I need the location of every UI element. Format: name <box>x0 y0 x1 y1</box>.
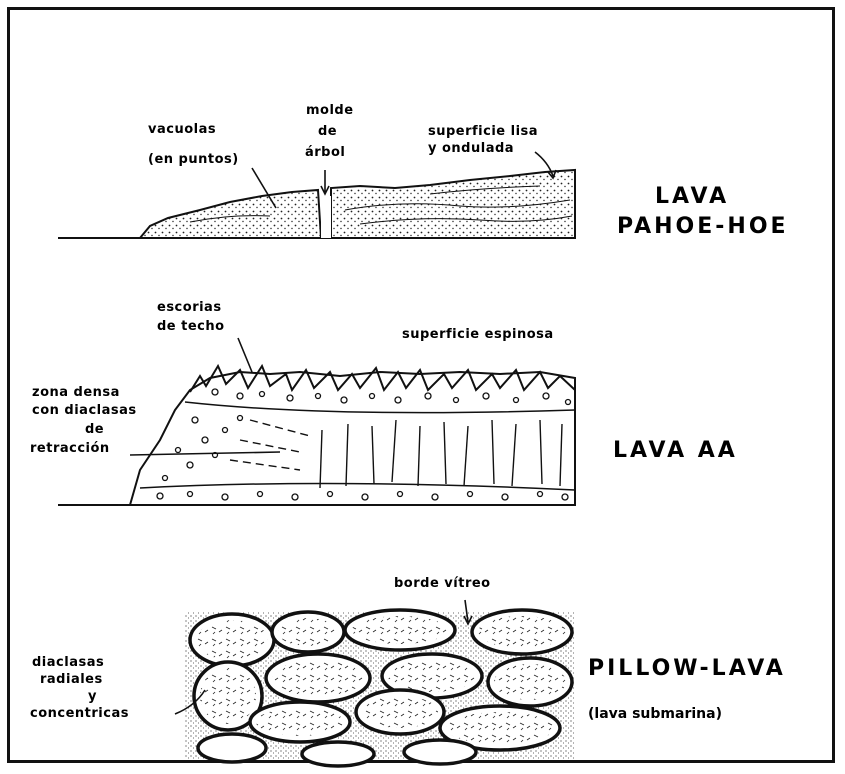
label-zona-densa: zona densa <box>32 385 120 401</box>
label-ondulada: y ondulada <box>428 141 514 157</box>
label-vacuolas-detail: (en puntos) <box>148 152 239 168</box>
aa-section <box>58 338 575 505</box>
label-de: de <box>85 422 104 438</box>
title-lava-aa: LAVA AA <box>613 438 738 463</box>
label-vacuolas: vacuolas <box>148 122 216 138</box>
molde-arrow <box>321 170 329 194</box>
pillow-section <box>175 600 575 766</box>
pahoehoe-section <box>58 152 575 238</box>
label-y: y <box>88 689 97 705</box>
label-de-techo: de techo <box>157 319 225 335</box>
label-con-diaclasas: con diaclasas <box>32 403 137 419</box>
title-pillow-lava: PILLOW-LAVA <box>588 656 786 681</box>
label-escorias: escorias <box>157 300 222 316</box>
label-arbol: árbol <box>305 145 345 161</box>
title-lava-pahoehoe-line1: LAVA <box>655 184 729 209</box>
label-molde-de: de <box>318 124 337 140</box>
label-diaclasas: diaclasas <box>32 655 104 671</box>
tree-mold <box>321 196 331 238</box>
pahoehoe-left-flow <box>140 190 321 238</box>
label-retraccion: retracción <box>30 441 110 457</box>
escorias-pointer <box>238 338 252 372</box>
label-borde-vitreo: borde vítreo <box>394 576 491 592</box>
label-molde: molde <box>306 103 354 119</box>
title-lava-pahoehoe-line2: PAHOE-HOE <box>617 214 789 239</box>
label-concentricas: concentricas <box>30 706 129 722</box>
label-superficie-lisa: superficie lisa <box>428 124 538 140</box>
subtitle-lava-submarina: (lava submarina) <box>588 706 722 722</box>
label-superficie-espinosa: superficie espinosa <box>402 327 554 343</box>
label-radiales: radiales <box>40 672 103 688</box>
